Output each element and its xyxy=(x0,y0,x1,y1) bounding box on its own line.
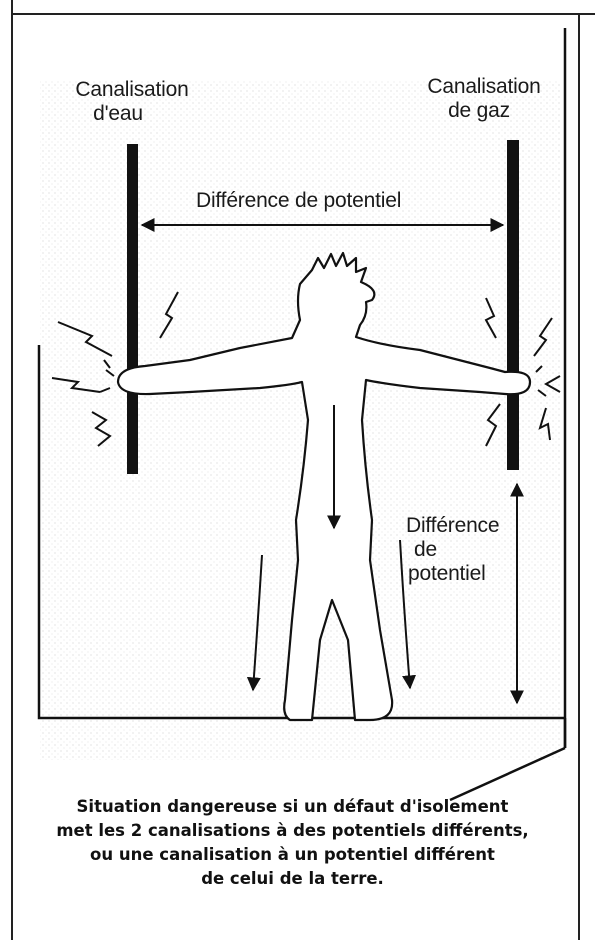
caption-line-1: Situation dangereuse si un défaut d'isol… xyxy=(30,795,555,819)
water-pipe-label-line1: Canalisation xyxy=(52,78,212,102)
potential-difference-top-label: Différence de potentiel xyxy=(196,189,401,213)
caption-line-2: met les 2 canalisations à des potentiels… xyxy=(30,819,555,843)
potential-difference-side-line1: Différence xyxy=(406,514,499,538)
gas-pipe xyxy=(507,140,519,470)
potential-difference-side-line2: de xyxy=(414,538,499,562)
potential-difference-side-label: Différence de potentiel xyxy=(406,514,499,586)
caption-line-3: ou une canalisation à un potentiel diffé… xyxy=(30,843,555,867)
water-pipe xyxy=(127,144,138,474)
potential-difference-side-line3: potentiel xyxy=(408,562,499,586)
water-pipe-label: Canalisation d'eau xyxy=(52,78,212,126)
gas-pipe-label-line1: Canalisation xyxy=(404,75,564,99)
gas-pipe-label-line2: de gaz xyxy=(394,99,564,123)
caption-line-4: de celui de la terre. xyxy=(30,867,555,891)
caption: Situation dangereuse si un défaut d'isol… xyxy=(30,795,555,891)
water-pipe-label-line2: d'eau xyxy=(24,102,212,126)
gas-pipe-label: Canalisation de gaz xyxy=(404,75,564,123)
